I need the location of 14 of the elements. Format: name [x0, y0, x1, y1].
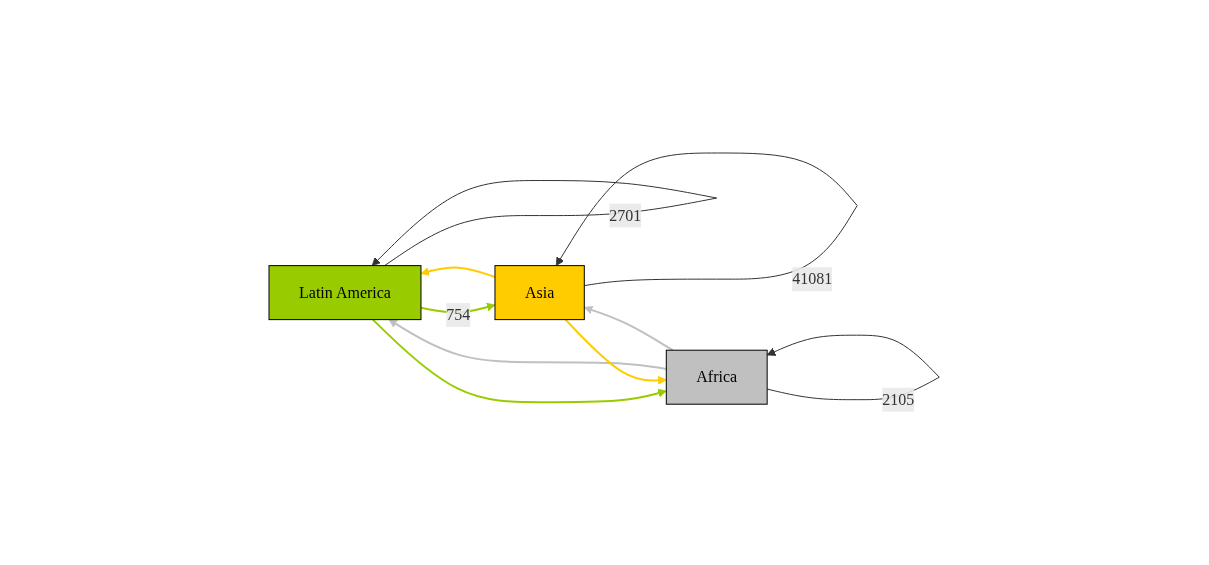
node-box: Africa	[666, 349, 768, 405]
arrow	[584, 306, 674, 352]
arrow	[388, 319, 668, 371]
node-box: Latin America	[268, 265, 422, 321]
edge-label: 2701	[609, 206, 642, 224]
arrow	[564, 318, 667, 385]
arrow	[420, 266, 497, 279]
arrow	[372, 318, 667, 404]
edge-label: 41081	[792, 270, 833, 288]
edge-label: 2105	[882, 390, 915, 408]
arrow	[556, 152, 858, 287]
node-box: Asia	[494, 265, 586, 321]
edge-label: 754	[446, 306, 471, 324]
arrow	[420, 302, 496, 314]
